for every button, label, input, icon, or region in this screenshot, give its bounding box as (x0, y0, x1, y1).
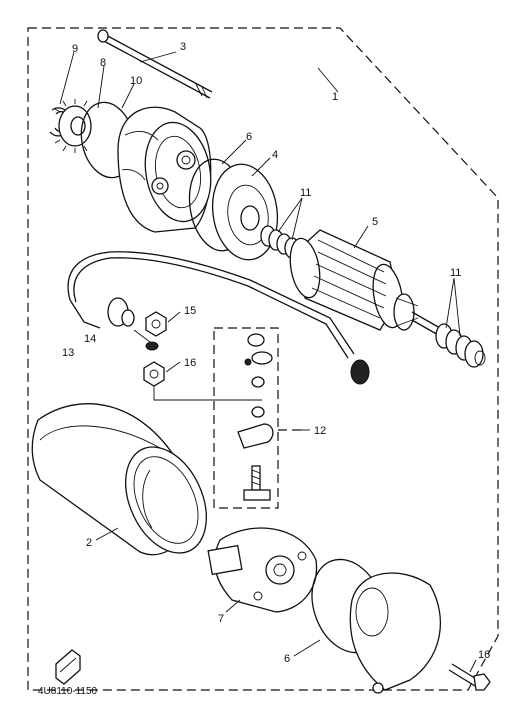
callout-label: 12 (314, 425, 326, 437)
callout-label: 2 (86, 537, 92, 549)
washer-set (260, 225, 300, 259)
armature (289, 229, 441, 337)
callout-label: 6 (246, 131, 252, 143)
callout-label: 1 (332, 91, 338, 103)
figure-code: 4U8110-1150 (38, 686, 98, 697)
callout-label: 11 (300, 187, 311, 199)
lead-wire (67, 251, 370, 385)
callout-label: 7 (218, 613, 224, 625)
assembly-boundary (27, 27, 499, 691)
callout-label: 15 (184, 305, 196, 317)
front-cover (117, 106, 212, 233)
yoke-housing (31, 403, 207, 556)
nut (143, 361, 165, 387)
callout-label: 13 (62, 347, 74, 359)
parts-catalog-symbol-icon (55, 649, 81, 685)
nut (145, 311, 167, 337)
washer-set (435, 323, 486, 368)
through-bolt (97, 29, 213, 99)
callout-label: 8 (100, 57, 106, 69)
callout-label: 5 (372, 216, 378, 228)
callout-label: 10 (130, 75, 142, 87)
callout-label: 3 (180, 41, 186, 53)
callout-label: 14 (84, 333, 96, 345)
callout-label: 16 (184, 357, 196, 369)
brush-holder-parts-group (213, 327, 302, 509)
pinion-gear (54, 99, 92, 153)
bolt (448, 663, 491, 691)
callout-label: 9 (72, 43, 78, 55)
leader-lines (59, 51, 477, 673)
brush-holder-plate (207, 527, 318, 613)
callout-label: 16 (478, 649, 490, 661)
leader-line (153, 386, 262, 401)
callout-label: 6 (284, 653, 290, 665)
callout-label: 11 (450, 267, 461, 279)
rear-cover (349, 572, 442, 694)
callout-label: 4 (272, 149, 278, 161)
